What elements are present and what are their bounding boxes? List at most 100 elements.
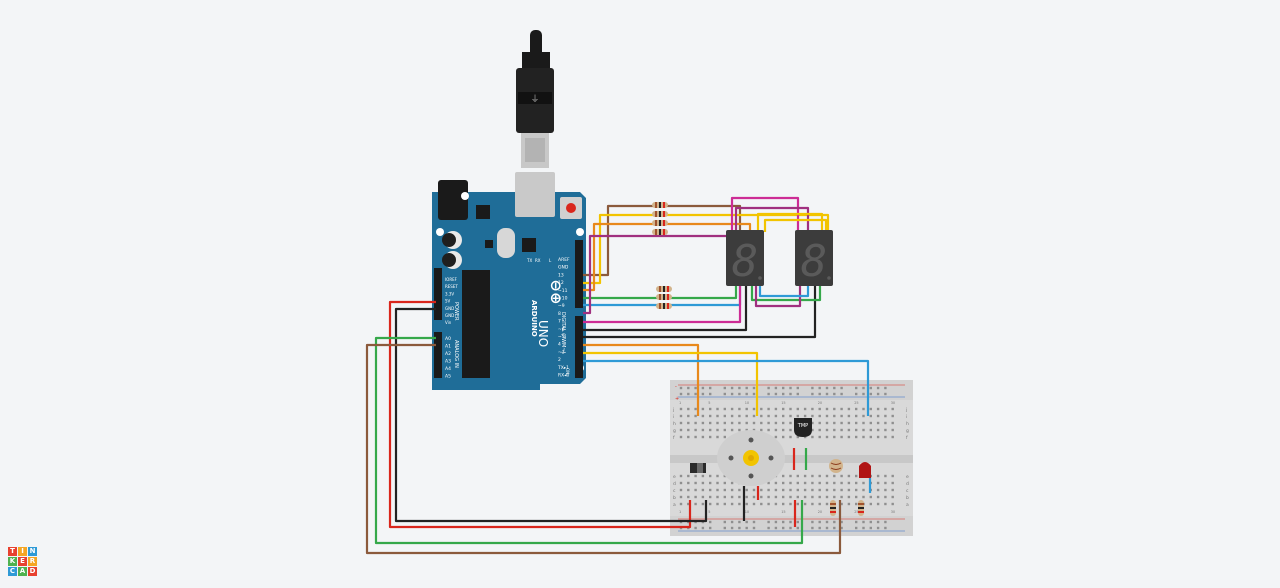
breadboard-holes[interactable] — [679, 386, 894, 530]
digital-pin-label: ~5 — [558, 334, 565, 340]
wire-pin8-purple — [583, 234, 732, 315]
breadboard-row-letter: f — [673, 435, 675, 441]
analog-header-title: ANALOG IN — [453, 340, 459, 368]
seven-seg-digit-1: 8 — [732, 236, 759, 287]
resistors-middle[interactable] — [656, 286, 672, 309]
breadboard-row-letter: a — [906, 503, 909, 508]
digital-pin-label: 2 — [558, 357, 561, 363]
logo-letter: A — [18, 567, 27, 576]
analog-pin-label: A4 — [445, 366, 451, 372]
logo-letter: C — [8, 567, 17, 576]
digital-pin-label: TX▸1 — [557, 365, 569, 371]
breadboard-row-letter: h — [906, 421, 909, 427]
breadboard-row-letter: d — [673, 481, 676, 487]
breadboard-row-letter: a — [673, 503, 676, 508]
breadboard-row-letter: e — [673, 475, 676, 480]
logo-letter: D — [28, 567, 37, 576]
wire-gnd-black — [394, 307, 708, 523]
on-label: ON — [565, 368, 570, 374]
rx-label: RX — [535, 258, 541, 263]
slide-switch[interactable] — [690, 463, 706, 473]
photoresistor[interactable] — [829, 459, 843, 473]
breadboard-row-letter: c — [673, 489, 676, 494]
power-header-title: POWER — [453, 302, 459, 321]
temperature-sensor[interactable]: TMP — [794, 418, 812, 437]
breadboard-column-number: 25 — [854, 510, 858, 514]
breadboard-column-number: 20 — [818, 401, 822, 405]
arduino-uno-board[interactable]: ⊖⊕ ARDUINO UNO DIGITAL (PWM~) POWER ANAL… — [432, 172, 586, 390]
seven-segment-display-2[interactable]: 8 — [795, 230, 833, 287]
breadboard-row-letter: c — [906, 489, 909, 494]
breadboard-column-number: 5 — [708, 401, 710, 405]
breadboard-row-letter: g — [673, 429, 676, 434]
breadboard-row-letter: i — [673, 414, 674, 420]
wire-pin3-orange — [583, 343, 700, 416]
usb-cable[interactable]: ⏚ — [516, 30, 554, 168]
breadboard-column-number: 25 — [854, 401, 858, 405]
power-pin-label: 5V — [445, 299, 451, 304]
l-led-label: L — [549, 258, 552, 263]
digital-header-upper[interactable] — [575, 240, 583, 308]
breadboard-column-number: 1 — [679, 401, 681, 405]
power-header[interactable] — [434, 268, 442, 320]
digital-pin-label: RX◂0 — [558, 373, 569, 379]
rail-minus-label: - — [675, 384, 677, 390]
seven-seg-digit-2: 8 — [801, 236, 828, 287]
wire-seg-yellow-top2 — [763, 218, 828, 232]
logo-letter: N — [28, 547, 37, 556]
wire-pin7-magenta — [583, 286, 742, 324]
dc-motor[interactable] — [717, 430, 785, 486]
analog-header[interactable] — [434, 332, 442, 378]
digital-pin-label: GND — [558, 265, 569, 271]
digital-pin-label: ~10 — [558, 296, 568, 302]
wire-a0-green — [374, 336, 804, 545]
breadboard-column-number: 10 — [745, 401, 749, 405]
wire-pin10-green — [583, 286, 738, 300]
logo-letter: T — [8, 547, 17, 556]
analog-pin-label: A3 — [445, 359, 451, 365]
digital-pin-label: 8 — [558, 311, 561, 317]
arduino-logo-icon: ⊖⊕ — [547, 279, 565, 304]
logo-letter: K — [8, 557, 17, 566]
power-pin-label: 3.3V — [445, 291, 454, 296]
seven-segment-display-1[interactable]: 8 — [726, 230, 764, 287]
resistors-top[interactable] — [652, 202, 668, 235]
breadboard-row-letter: h — [673, 421, 676, 427]
red-led[interactable] — [859, 462, 871, 478]
wire-pin6-black — [583, 286, 748, 332]
digital-pin-label: 4 — [558, 342, 561, 348]
breadboard-row-letter: f — [906, 435, 908, 441]
power-jack — [438, 180, 468, 220]
breadboard-row-letter: j — [672, 407, 674, 413]
breadboard-column-number: 1 — [679, 510, 681, 514]
atmega-chip — [462, 270, 490, 378]
breadboard-row-letter: i — [906, 414, 907, 420]
breadboard-column-number: 15 — [781, 510, 785, 514]
tx-label: TX — [526, 258, 532, 263]
wire-a1-brown — [365, 343, 842, 555]
breadboard-row-letter: e — [906, 475, 909, 480]
wire-seg-green-bottom — [750, 286, 822, 302]
breadboard-column-number: 10 — [745, 510, 749, 514]
wire-pin2-blue — [583, 359, 870, 416]
breadboard-column-number: 30 — [891, 401, 895, 405]
breadboard-row-letter: g — [906, 429, 909, 434]
power-pin-label: GND — [445, 313, 454, 318]
wires[interactable] — [365, 196, 872, 555]
center-channel — [670, 455, 913, 463]
breadboard-column-number: 20 — [818, 510, 822, 514]
digital-pin-label: ~9 — [558, 303, 565, 309]
digital-pin-label: ~11 — [558, 288, 568, 294]
analog-pin-label: A5 — [445, 374, 451, 380]
resistors-breadboard[interactable] — [830, 500, 864, 516]
digital-pin-label: ~6 — [558, 326, 565, 332]
digital-pin-label: 12 — [558, 280, 564, 286]
digital-header-title: DIGITAL (PWM~) — [560, 312, 566, 354]
digital-pin-label: AREF — [558, 257, 570, 263]
digital-header-lower[interactable] — [575, 316, 583, 378]
power-pin-label: Vin — [445, 320, 452, 325]
